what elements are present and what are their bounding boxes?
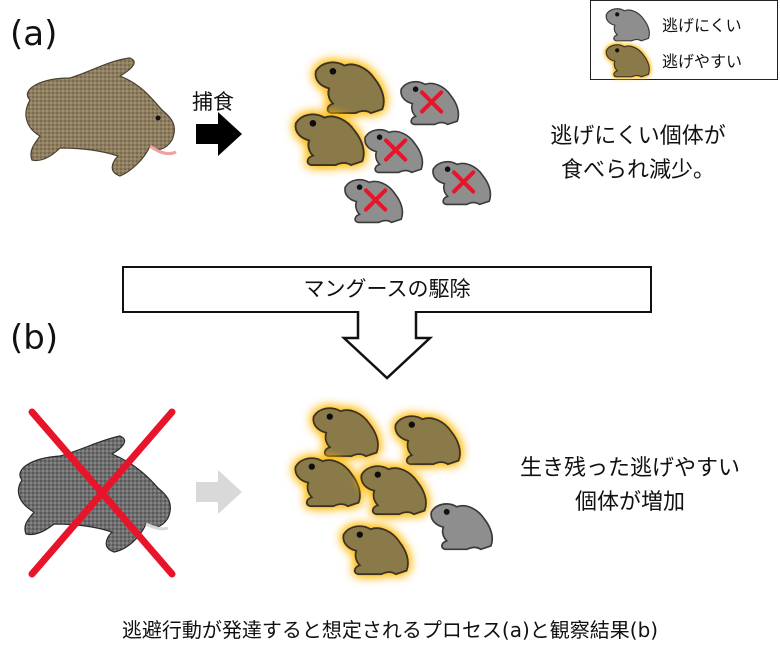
panel-b-caption-line2: 個体が増加 (574, 490, 685, 515)
legend-hard-label: 逃げにくい (662, 16, 742, 35)
easy-frog-icon (294, 457, 361, 508)
easy-frog-icon (360, 465, 427, 516)
legend-easy-frog-icon (605, 44, 650, 78)
transition-label: マングースの駆除 (303, 277, 471, 301)
legend-hard-frog-icon (605, 8, 650, 42)
panel-b-caption-line1: 生き残った逃げやすい (519, 456, 740, 481)
faded-arrow (196, 470, 242, 514)
predation-arrow (196, 112, 242, 156)
eaten-hard-frog-icon (344, 178, 404, 224)
hard-frog-icon (430, 503, 494, 551)
panel-b-caption: 生き残った逃げやすい 個体が増加 (490, 452, 770, 520)
panel-a-caption: 逃げにくい個体が 食べられ減少。 (518, 120, 758, 188)
removed-mongoose-icon (17, 435, 171, 553)
mongoose-icon (25, 57, 177, 177)
easy-frog-icon (342, 525, 409, 576)
legend-easy-label: 逃げやすい (662, 52, 743, 71)
panel-b-label: (b) (10, 318, 59, 358)
panel-a-caption-line1: 逃げにくい個体が (550, 124, 726, 149)
panel-a-label: (a) (10, 14, 58, 54)
eaten-hard-frog-icon (432, 160, 492, 206)
panel-a-caption-line2: 食べられ減少。 (560, 158, 715, 183)
eaten-hard-frog-icon (364, 128, 424, 174)
predation-label: 捕食 (192, 90, 234, 114)
easy-frog-icon (294, 113, 365, 167)
easy-frog-icon (312, 407, 379, 458)
figure-caption: 逃避行動が発達すると想定されるプロセス(a)と観察結果(b) (121, 618, 659, 642)
transition-arrow (340, 311, 434, 380)
easy-frog-icon (394, 415, 461, 466)
eaten-hard-frog-icon (400, 80, 460, 126)
easy-frog-icon (314, 61, 385, 115)
removal-cross-icon (28, 408, 176, 578)
